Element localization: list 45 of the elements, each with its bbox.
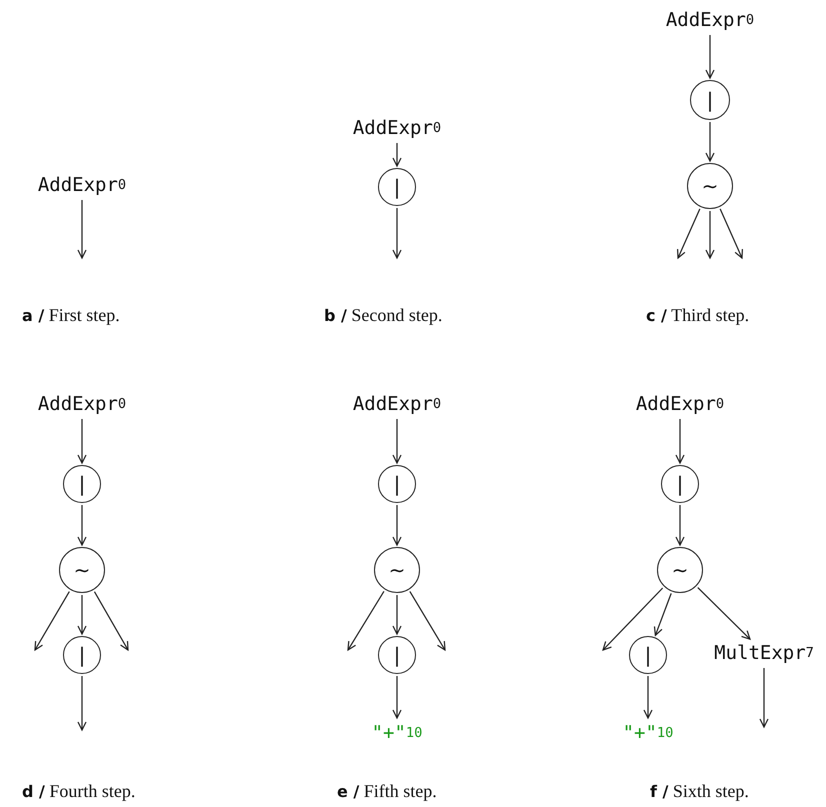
arrow [705, 35, 715, 79]
operator-circle: | [378, 465, 416, 503]
arrow [602, 588, 664, 651]
arrow [347, 591, 384, 651]
arrow [705, 211, 715, 259]
figure-caption: d / Fourth step. [22, 781, 136, 802]
operator-circle: | [63, 465, 101, 503]
arrow [94, 591, 129, 651]
arrow [409, 591, 446, 651]
arrow [675, 419, 685, 464]
arrow [392, 419, 402, 464]
operator-circle: | [378, 168, 416, 206]
arrow [759, 668, 769, 728]
arrow [392, 143, 402, 167]
arrow [654, 593, 672, 636]
arrow [392, 676, 402, 719]
arrow [77, 419, 87, 464]
operator-circle: ~ [374, 547, 420, 593]
arrow [77, 676, 87, 731]
arrow [392, 595, 402, 635]
arrow [392, 208, 402, 259]
arrow [675, 505, 685, 546]
arrow [77, 505, 87, 546]
arrow [77, 595, 87, 635]
figure-caption: f / Sixth step. [650, 781, 749, 802]
arrow [392, 505, 402, 546]
operator-circle: | [690, 80, 730, 120]
arrow [34, 591, 70, 651]
figure-caption: a / First step. [22, 305, 120, 326]
figure-caption: e / Fifth step. [337, 781, 437, 802]
operator-circle: ~ [657, 547, 703, 593]
operator-circle: ~ [687, 163, 733, 209]
arrow [697, 587, 751, 640]
figure-caption: b / Second step. [324, 305, 442, 326]
arrow [705, 122, 715, 162]
arrow [77, 200, 87, 259]
operator-circle: | [629, 636, 667, 674]
operator-circle: | [661, 465, 699, 503]
figure-caption: c / Third step. [646, 305, 750, 326]
arrow [720, 208, 743, 259]
operator-circle: | [63, 636, 101, 674]
operator-circle: ~ [59, 547, 105, 593]
arrow [677, 208, 700, 259]
arrow [643, 676, 653, 719]
operator-circle: | [378, 636, 416, 674]
